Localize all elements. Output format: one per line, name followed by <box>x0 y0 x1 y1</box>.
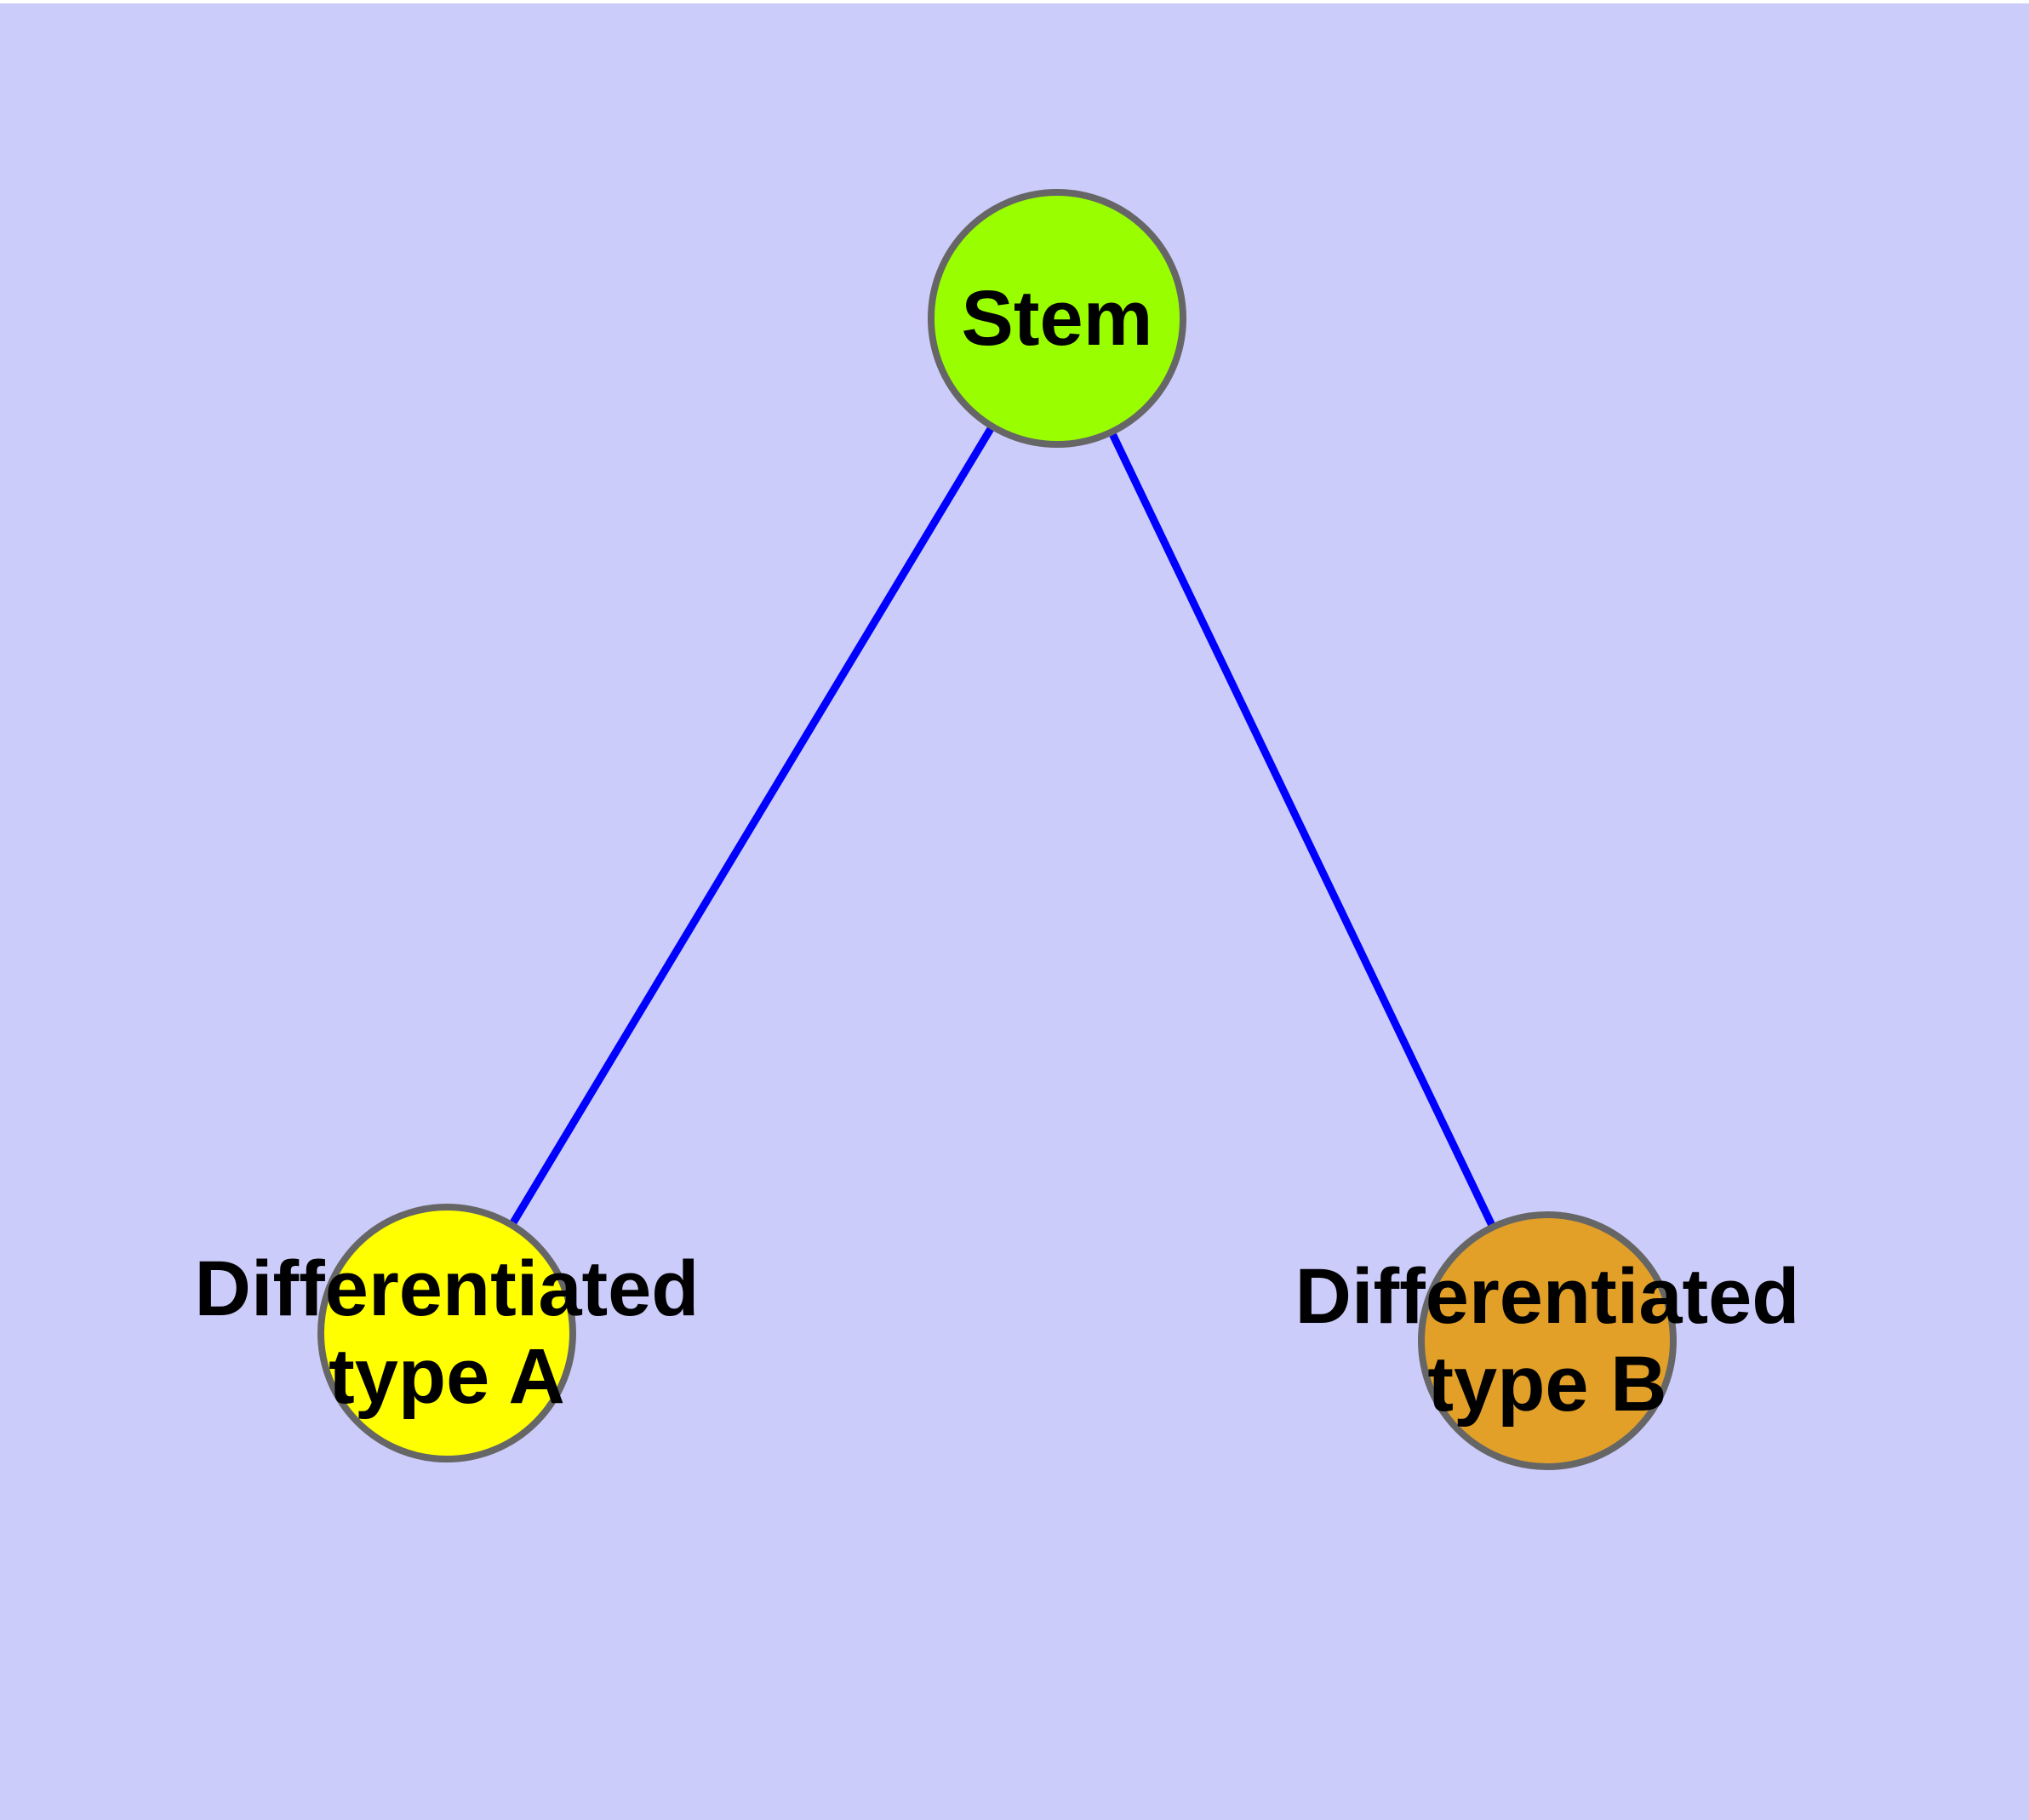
graph-node-stem[interactable] <box>928 189 1186 448</box>
graph-edge-stem-diff_b[interactable] <box>1108 432 1496 1228</box>
graph-edge-stem-diff_a[interactable] <box>509 426 995 1226</box>
nodes-layer <box>317 189 1677 1470</box>
edges-layer <box>509 426 1496 1228</box>
graph-node-diff_b[interactable] <box>1418 1211 1677 1470</box>
graph-node-diff_a[interactable] <box>317 1204 576 1462</box>
